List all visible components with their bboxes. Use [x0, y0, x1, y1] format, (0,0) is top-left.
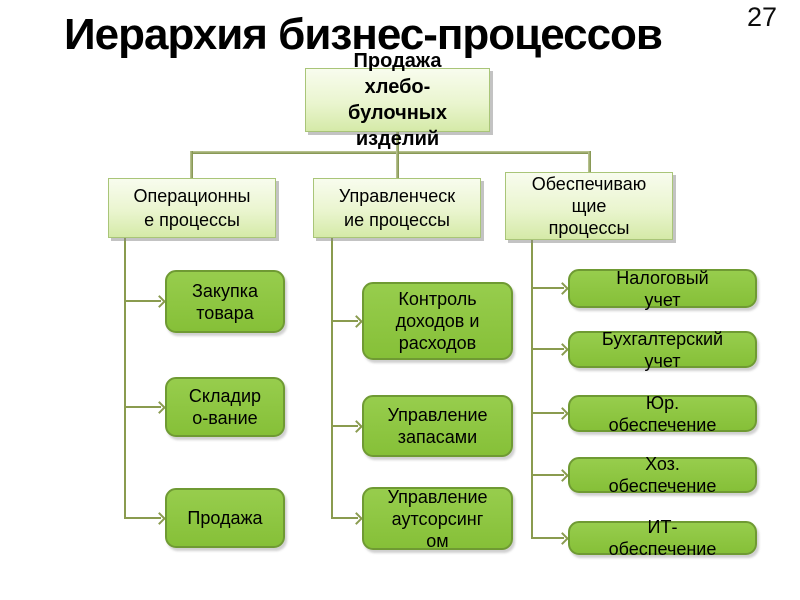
- branch-line-warehousing: [124, 406, 161, 408]
- legal-support-label: Юр. обеспечение: [608, 392, 717, 435]
- branch-line-outsourcing: [331, 517, 358, 519]
- slide-title: Иерархия бизнес-процессов: [64, 10, 663, 59]
- outsourcing-management-node: Управление аутсорсинг ом: [362, 486, 513, 551]
- it-support-node: ИТ- обеспечение: [568, 517, 757, 559]
- connector-arrowhead-icon: [556, 282, 569, 295]
- root-node-box: Продажа хлебо- булочных изделий: [305, 50, 490, 150]
- legal-support-node: Юр. обеспечение: [568, 393, 757, 435]
- branch-line-income-control: [331, 320, 358, 322]
- connector-arrowhead-icon: [556, 407, 569, 420]
- tax-accounting-node: Налоговый учет: [568, 267, 757, 310]
- drop-line-operational: [190, 151, 193, 178]
- branch-line-legal: [531, 412, 564, 414]
- connector-arrowhead-icon: [350, 315, 363, 328]
- income-expense-control-node: Контроль доходов и расходов: [362, 282, 513, 360]
- sale-node: Продажа: [165, 488, 285, 548]
- connector-arrowhead-icon: [350, 420, 363, 433]
- branch-line-purchase: [124, 300, 161, 302]
- connector-arrowhead-icon: [153, 295, 166, 308]
- inventory-management-label: Управление запасами: [387, 405, 488, 447]
- page-number: 27: [747, 2, 778, 32]
- warehousing-node: Складир о-вание: [165, 377, 285, 437]
- operational-processes-label: Операционны е процессы: [133, 186, 251, 230]
- supporting-processes-label: Обеспечиваю щие процессы: [531, 174, 647, 238]
- connector-arrowhead-icon: [153, 512, 166, 525]
- bookkeeping-label: Бухгалтерский учет: [601, 328, 724, 371]
- trunk-line-management: [331, 238, 333, 519]
- operational-processes-node: Операционны е процессы: [108, 178, 276, 238]
- connector-arrowhead-icon: [350, 512, 363, 525]
- connector-arrowhead-icon: [556, 469, 569, 482]
- management-processes-label: Управленческ ие процессы: [338, 186, 456, 230]
- inventory-management-node: Управление запасами: [362, 395, 513, 457]
- root-node-label: Продажа хлебо- булочных изделий: [347, 50, 447, 150]
- supporting-processes-node: Обеспечиваю щие процессы: [505, 172, 673, 240]
- it-support-label: ИТ- обеспечение: [608, 517, 717, 559]
- connector-arrowhead-icon: [556, 532, 569, 545]
- main-connector-line: [190, 151, 591, 154]
- branch-line-sale: [124, 517, 161, 519]
- branch-line-tax: [531, 287, 564, 289]
- drop-line-supporting: [588, 151, 591, 172]
- purchase-label: Закупка товара: [192, 280, 258, 323]
- facilities-support-label: Хоз. обеспечение: [608, 454, 717, 496]
- management-processes-node: Управленческ ие процессы: [313, 178, 481, 238]
- trunk-line-operational: [124, 238, 126, 519]
- trunk-line-supporting: [531, 240, 533, 539]
- branch-line-bookkeeping: [531, 348, 564, 350]
- connector-arrowhead-icon: [556, 343, 569, 356]
- drop-line-management: [396, 151, 399, 178]
- outsourcing-management-label: Управление аутсорсинг ом: [387, 486, 488, 551]
- warehousing-label: Складир о-вание: [188, 386, 262, 428]
- branch-line-it: [531, 537, 564, 539]
- bookkeeping-node: Бухгалтерский учет: [568, 329, 757, 371]
- root-connector-stub: [396, 132, 399, 152]
- tax-accounting-label: Налоговый учет: [616, 267, 709, 310]
- facilities-support-node: Хоз. обеспечение: [568, 454, 757, 496]
- sale-label: Продажа: [187, 508, 263, 528]
- connector-arrowhead-icon: [153, 401, 166, 414]
- income-expense-control-label: Контроль доходов и расходов: [395, 289, 480, 353]
- purchase-node: Закупка товара: [165, 270, 285, 333]
- branch-line-inventory: [331, 425, 358, 427]
- branch-line-facilities: [531, 474, 564, 476]
